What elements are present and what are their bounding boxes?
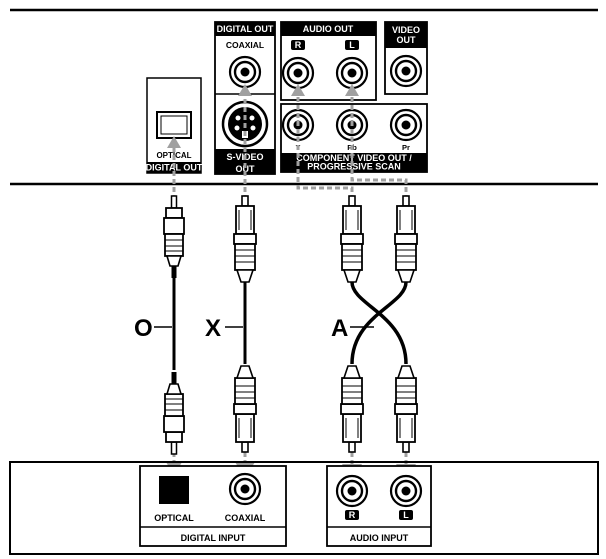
- audio-input-right-badge: R: [349, 510, 356, 520]
- optical-cable: O: [134, 195, 185, 455]
- component-caption-line2: PROGRESSIVE SCAN: [307, 162, 401, 172]
- coaxial-out-jack: [228, 55, 262, 89]
- audio-input-left-badge: L: [403, 510, 409, 520]
- audio-out-panel: AUDIO OUT R L: [280, 21, 377, 101]
- receiver-panel: [9, 461, 599, 555]
- audio-out-left-badge: L: [349, 40, 355, 50]
- audio-out-header: AUDIO OUT: [303, 24, 354, 34]
- coaxial-cable: X: [205, 195, 257, 453]
- player-rear-panel: [10, 8, 598, 186]
- audio-out-right-jack: [281, 56, 315, 90]
- audio-input-right-jack: [335, 474, 369, 508]
- coaxial-input-jack: [228, 472, 262, 506]
- digital-input-title: DIGITAL INPUT: [181, 533, 246, 543]
- video-out-jack: [389, 54, 423, 88]
- audio-cable-letter: A: [331, 315, 348, 342]
- optical-cable-letter: O: [134, 315, 153, 342]
- digital-input-panel: OPTICAL COAXIAL DIGITAL INPUT: [139, 465, 287, 547]
- audio-out-right-badge: R: [295, 40, 302, 50]
- component-pr-jack: [389, 108, 423, 142]
- component-pr-label: Pr: [402, 143, 410, 152]
- coaxial-out-label: COAXIAL: [226, 40, 264, 50]
- coaxial-out-header: DIGITAL OUT: [217, 24, 274, 34]
- optical-input-label: OPTICAL: [154, 513, 194, 523]
- coaxial-cable-letter: X: [205, 315, 221, 342]
- audio-input-left-jack: [389, 474, 423, 508]
- component-video-out-panel: Y Pb Pr COMPONENT VIDEO OUT / PROGRESSIV…: [280, 103, 428, 173]
- audio-input-panel: R L AUDIO INPUT: [326, 465, 432, 547]
- coaxial-input-label: COAXIAL: [225, 513, 266, 523]
- component-caption-line1: COMPONENT VIDEO OUT /: [296, 153, 412, 163]
- audio-out-left-jack: [335, 56, 369, 90]
- audio-input-title: AUDIO INPUT: [350, 533, 409, 543]
- audio-cable: A: [331, 195, 418, 453]
